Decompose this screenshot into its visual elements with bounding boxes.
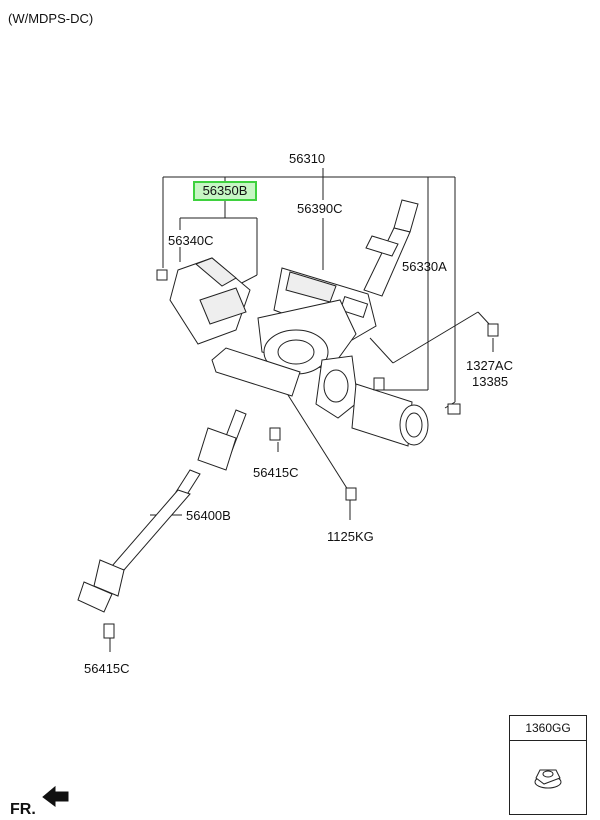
callout-56400b[interactable]: 56400B [186,508,231,523]
bolt-icon [156,269,168,281]
bracket-56310 [162,168,456,402]
fasteners [103,269,499,639]
steering-column-assembly [169,199,429,447]
bolt-icon [447,403,461,415]
callout-13385[interactable]: 13385 [472,374,509,389]
callout-56330a[interactable]: 56330A [402,259,447,274]
intermediate-shaft [77,409,247,613]
legend-part-number[interactable]: 1360GG [510,716,586,741]
front-marker: FR. [10,801,36,818]
callout-56350b-highlighted[interactable]: 56350B [193,181,257,201]
flange-nut-icon [534,769,562,789]
callout-56415c-lower[interactable]: 56415C [84,661,130,676]
front-arrow-icon [42,785,69,807]
bolt-icon [103,623,115,639]
variant-note: (W/MDPS-DC) [8,11,94,26]
bolt-icon [345,487,357,501]
callout-1327ac[interactable]: 1327AC [466,358,513,373]
callout-56390c[interactable]: 56390C [297,201,343,216]
callout-1125kg[interactable]: 1125KG [327,529,374,544]
callout-56340c[interactable]: 56340C [168,233,214,248]
callout-56310[interactable]: 56310 [289,151,326,166]
bolt-icon [269,427,281,441]
leader-lines [109,218,494,652]
part-legend-box: 1360GG [509,715,587,815]
nut-icon [487,323,499,337]
callout-56415c-upper[interactable]: 56415C [253,465,299,480]
